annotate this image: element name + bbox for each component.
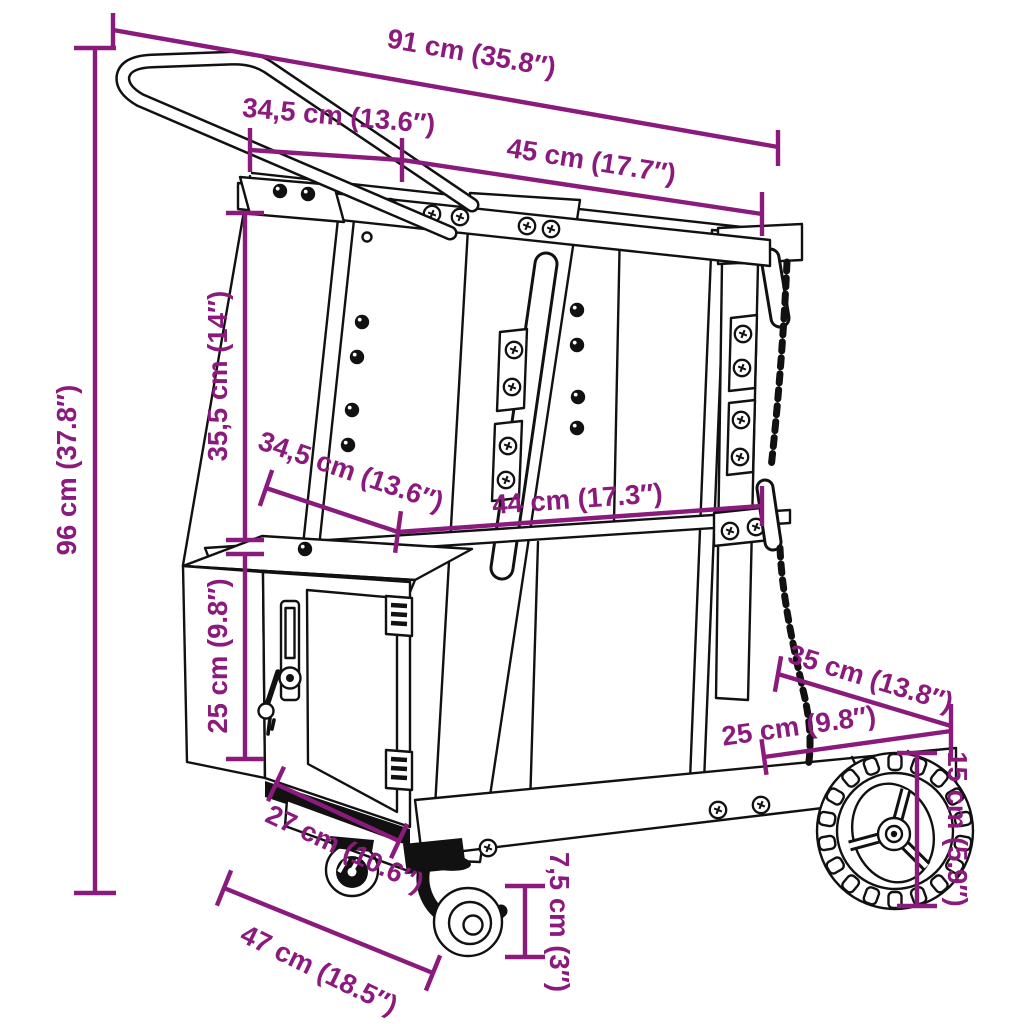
dim-label-total-width: 91 cm (35.8″) bbox=[385, 23, 558, 83]
screw-icon bbox=[450, 207, 470, 227]
hole bbox=[361, 231, 373, 243]
screw-icon bbox=[732, 358, 752, 378]
hook-lower bbox=[758, 481, 780, 549]
caster-hub bbox=[347, 867, 357, 877]
dim-caster-height: 7,5 cm (3″) bbox=[505, 852, 575, 992]
rivet-icon bbox=[272, 183, 288, 199]
dim-total-width: 91 cm (35.8″) bbox=[110, 13, 781, 166]
screw-icon bbox=[504, 340, 524, 360]
caster-hub bbox=[462, 914, 484, 936]
front-rail bbox=[301, 198, 358, 549]
screw-icon bbox=[708, 800, 728, 820]
rear-caster bbox=[324, 836, 380, 898]
dim-total-height: 96 cm (37.8″) bbox=[51, 45, 116, 896]
door-hinge-bottom bbox=[384, 748, 414, 792]
dim-label-base-depth: 47 cm (18.5″) bbox=[236, 918, 403, 1021]
swivel-plate bbox=[421, 853, 471, 871]
screw-icon bbox=[720, 521, 740, 541]
dim-label-total-height: 96 cm (37.8″) bbox=[51, 385, 82, 556]
key-icon bbox=[257, 669, 281, 736]
dim-label-wheel-diameter: 15 cm (5.9″) bbox=[942, 751, 973, 906]
post-slot bbox=[492, 254, 556, 578]
caster-fork bbox=[324, 842, 380, 898]
dim-label-caster-height: 7,5 cm (3″) bbox=[544, 852, 575, 992]
rivet-icon bbox=[569, 420, 585, 436]
dim-cabinet-height: 25 cm (9.8″) bbox=[202, 551, 264, 762]
left-body-edge bbox=[181, 174, 252, 567]
door-lock bbox=[278, 599, 302, 702]
front-caster bbox=[403, 838, 508, 958]
compartment-edges bbox=[528, 540, 694, 808]
rivet-icon bbox=[569, 302, 585, 318]
dim-wheel-diameter: 15 cm (5.9″) bbox=[897, 750, 973, 909]
handle-tube bbox=[117, 53, 477, 238]
securing-chain-upper bbox=[767, 258, 791, 472]
door-hinge-top bbox=[384, 594, 414, 638]
caster-tire-edge bbox=[447, 900, 493, 946]
screw-icon bbox=[502, 377, 522, 397]
rivet-icon bbox=[354, 314, 370, 330]
back-corner-edge bbox=[612, 224, 622, 524]
rivet-icon bbox=[570, 389, 586, 405]
screw-icon bbox=[517, 216, 537, 236]
push-handle bbox=[115, 50, 480, 241]
rear-wheel bbox=[815, 749, 975, 911]
dim-label-cabinet-height: 25 cm (9.8″) bbox=[202, 578, 233, 733]
rivet-icon bbox=[297, 541, 313, 557]
screw-icon bbox=[733, 324, 753, 344]
rivet-icon bbox=[340, 437, 356, 453]
dim-label-handle-depth: 34,5 cm (13.6″) bbox=[241, 92, 437, 140]
screw-icon bbox=[751, 795, 771, 815]
dim-upper-section-height: 35,5 cm (14″) bbox=[202, 210, 264, 543]
tire-inner-edge bbox=[835, 771, 955, 891]
screw-icon bbox=[478, 838, 498, 858]
screw-icon bbox=[496, 470, 516, 490]
rivet-icon bbox=[300, 186, 316, 202]
screw-icon bbox=[541, 219, 561, 239]
hook-upper bbox=[762, 250, 788, 326]
dim-label-upper-height: 35,5 cm (14″) bbox=[202, 291, 233, 462]
axle bbox=[890, 830, 898, 838]
door-inner-panel bbox=[305, 588, 399, 814]
hub-ring bbox=[884, 824, 904, 844]
screw-icon bbox=[730, 447, 750, 467]
screw-icon bbox=[498, 436, 518, 456]
rivet-icon bbox=[344, 402, 360, 418]
rivet-icon bbox=[349, 349, 365, 365]
screw-icon bbox=[731, 410, 751, 430]
rivet-icon bbox=[569, 337, 585, 353]
handle-mount-plate bbox=[238, 175, 346, 224]
